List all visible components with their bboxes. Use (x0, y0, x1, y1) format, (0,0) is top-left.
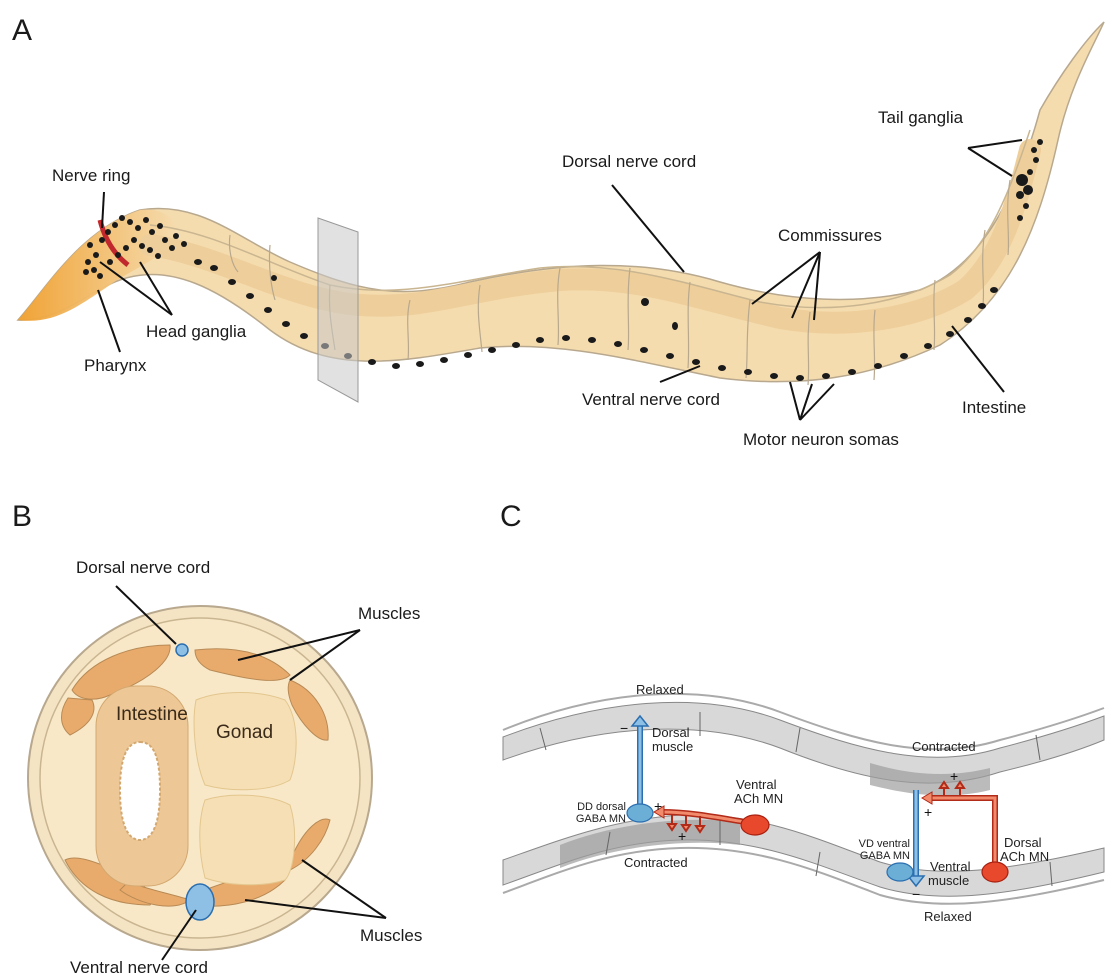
cross-section-plane (318, 218, 358, 402)
label-ventral-ach-2: ACh MN (734, 792, 783, 806)
label-ventral-ach-1: Ventral (736, 778, 776, 792)
label-ventral-muscle-2: muscle (928, 874, 969, 888)
label-muscles-bottom: Muscles (360, 926, 422, 946)
sign-plus-vd: + (924, 804, 932, 820)
sign-minus-ventral: − (912, 886, 920, 902)
panel-label-a: A (12, 14, 32, 48)
label-relaxed-top: Relaxed (636, 683, 684, 697)
label-ventral-muscle-1: Ventral (930, 860, 970, 874)
label-vd-1: VD ventral (852, 838, 910, 850)
dorsal-cord-section (176, 644, 188, 656)
label-gonad: Gonad (216, 722, 273, 744)
dorsal-muscle-band (503, 702, 1104, 783)
label-motor-neuron-somas: Motor neuron somas (743, 430, 899, 450)
dorsal-ach-soma (982, 862, 1008, 882)
intestine-lumen (120, 742, 160, 840)
label-nerve-ring: Nerve ring (52, 166, 130, 186)
label-intestine-b: Intestine (116, 704, 188, 726)
label-dd-1: DD dorsal (570, 801, 626, 813)
label-vd-2: GABA MN (852, 850, 910, 862)
sign-minus-dorsal: − (620, 720, 628, 736)
label-head-ganglia: Head ganglia (146, 322, 246, 342)
sign-plus-dd: + (654, 798, 662, 814)
panel-label-b: B (12, 500, 32, 534)
label-dorsal-ach-1: Dorsal (1004, 836, 1042, 850)
label-contracted-bottom: Contracted (624, 856, 688, 870)
sign-plus-ventral: + (678, 828, 686, 844)
label-dorsal-nerve-cord-a: Dorsal nerve cord (562, 152, 696, 172)
label-ventral-nerve-cord-a: Ventral nerve cord (582, 390, 720, 410)
circuit-diagram (503, 694, 1104, 904)
dorsal-ach-axon (930, 798, 995, 865)
cross-section-diagram (28, 586, 386, 960)
dd-soma (627, 804, 653, 822)
gonad-lower (200, 795, 295, 885)
label-dorsal-nerve-cord-b: Dorsal nerve cord (76, 558, 210, 578)
label-commissures: Commissures (778, 226, 882, 246)
label-dorsal-ach-2: ACh MN (1000, 850, 1049, 864)
label-pharynx: Pharynx (84, 356, 146, 376)
label-relaxed-bottom: Relaxed (924, 910, 972, 924)
label-dorsal-muscle-1: Dorsal (652, 726, 690, 740)
label-dorsal-muscle-2: muscle (652, 740, 693, 754)
worm-diagram (18, 22, 1104, 420)
panel-label-c: C (500, 500, 522, 534)
label-tail-ganglia: Tail ganglia (878, 108, 963, 128)
sign-plus-dorsal-zone: + (950, 768, 958, 784)
label-intestine-a: Intestine (962, 398, 1026, 418)
label-ventral-nerve-cord-b: Ventral nerve cord (70, 958, 208, 973)
label-muscles-top: Muscles (358, 604, 420, 624)
label-contracted-top: Contracted (912, 740, 976, 754)
vd-soma (887, 863, 913, 881)
ventral-ach-soma (741, 815, 769, 835)
label-dd-2: GABA MN (570, 813, 626, 825)
ventral-cord-section (186, 884, 214, 920)
